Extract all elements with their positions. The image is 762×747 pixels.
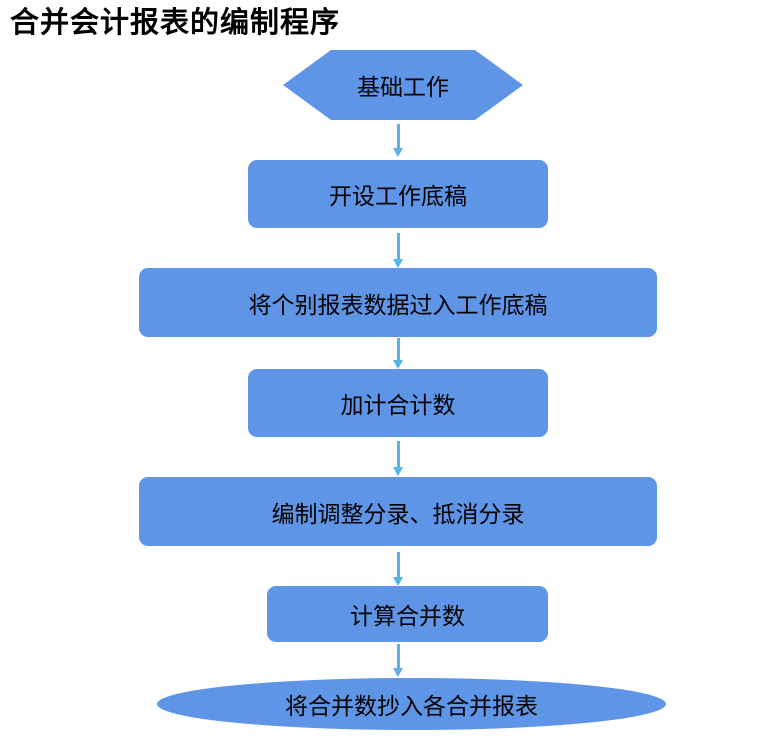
- flow-node-label: 将合并数抄入各合并报表: [285, 694, 538, 720]
- flow-node-label: 开设工作底稿: [329, 184, 467, 210]
- page-title: 合并会计报表的编制程序: [10, 5, 341, 39]
- flow-node-end: 将合并数抄入各合并报表: [157, 678, 666, 730]
- flow-node-step5: 计算合并数: [267, 586, 548, 642]
- flow-node-step2: 将个别报表数据过入工作底稿: [139, 268, 657, 337]
- flow-node-label: 基础工作: [357, 75, 449, 101]
- flow-node-label: 加计合计数: [340, 393, 456, 419]
- hexagon-shape: [283, 50, 523, 120]
- flow-node-label: 计算合并数: [350, 604, 465, 630]
- flow-node-label: 将个别报表数据过入工作底稿: [248, 292, 548, 319]
- flow-node-step3: 加计合计数: [248, 369, 548, 437]
- flow-node-step1: 开设工作底稿: [248, 160, 548, 228]
- flow-node-label: 编制调整分录、抵消分录: [271, 501, 525, 528]
- flow-node-start: 基础工作: [283, 50, 523, 120]
- flow-node-step4: 编制调整分录、抵消分录: [139, 477, 657, 546]
